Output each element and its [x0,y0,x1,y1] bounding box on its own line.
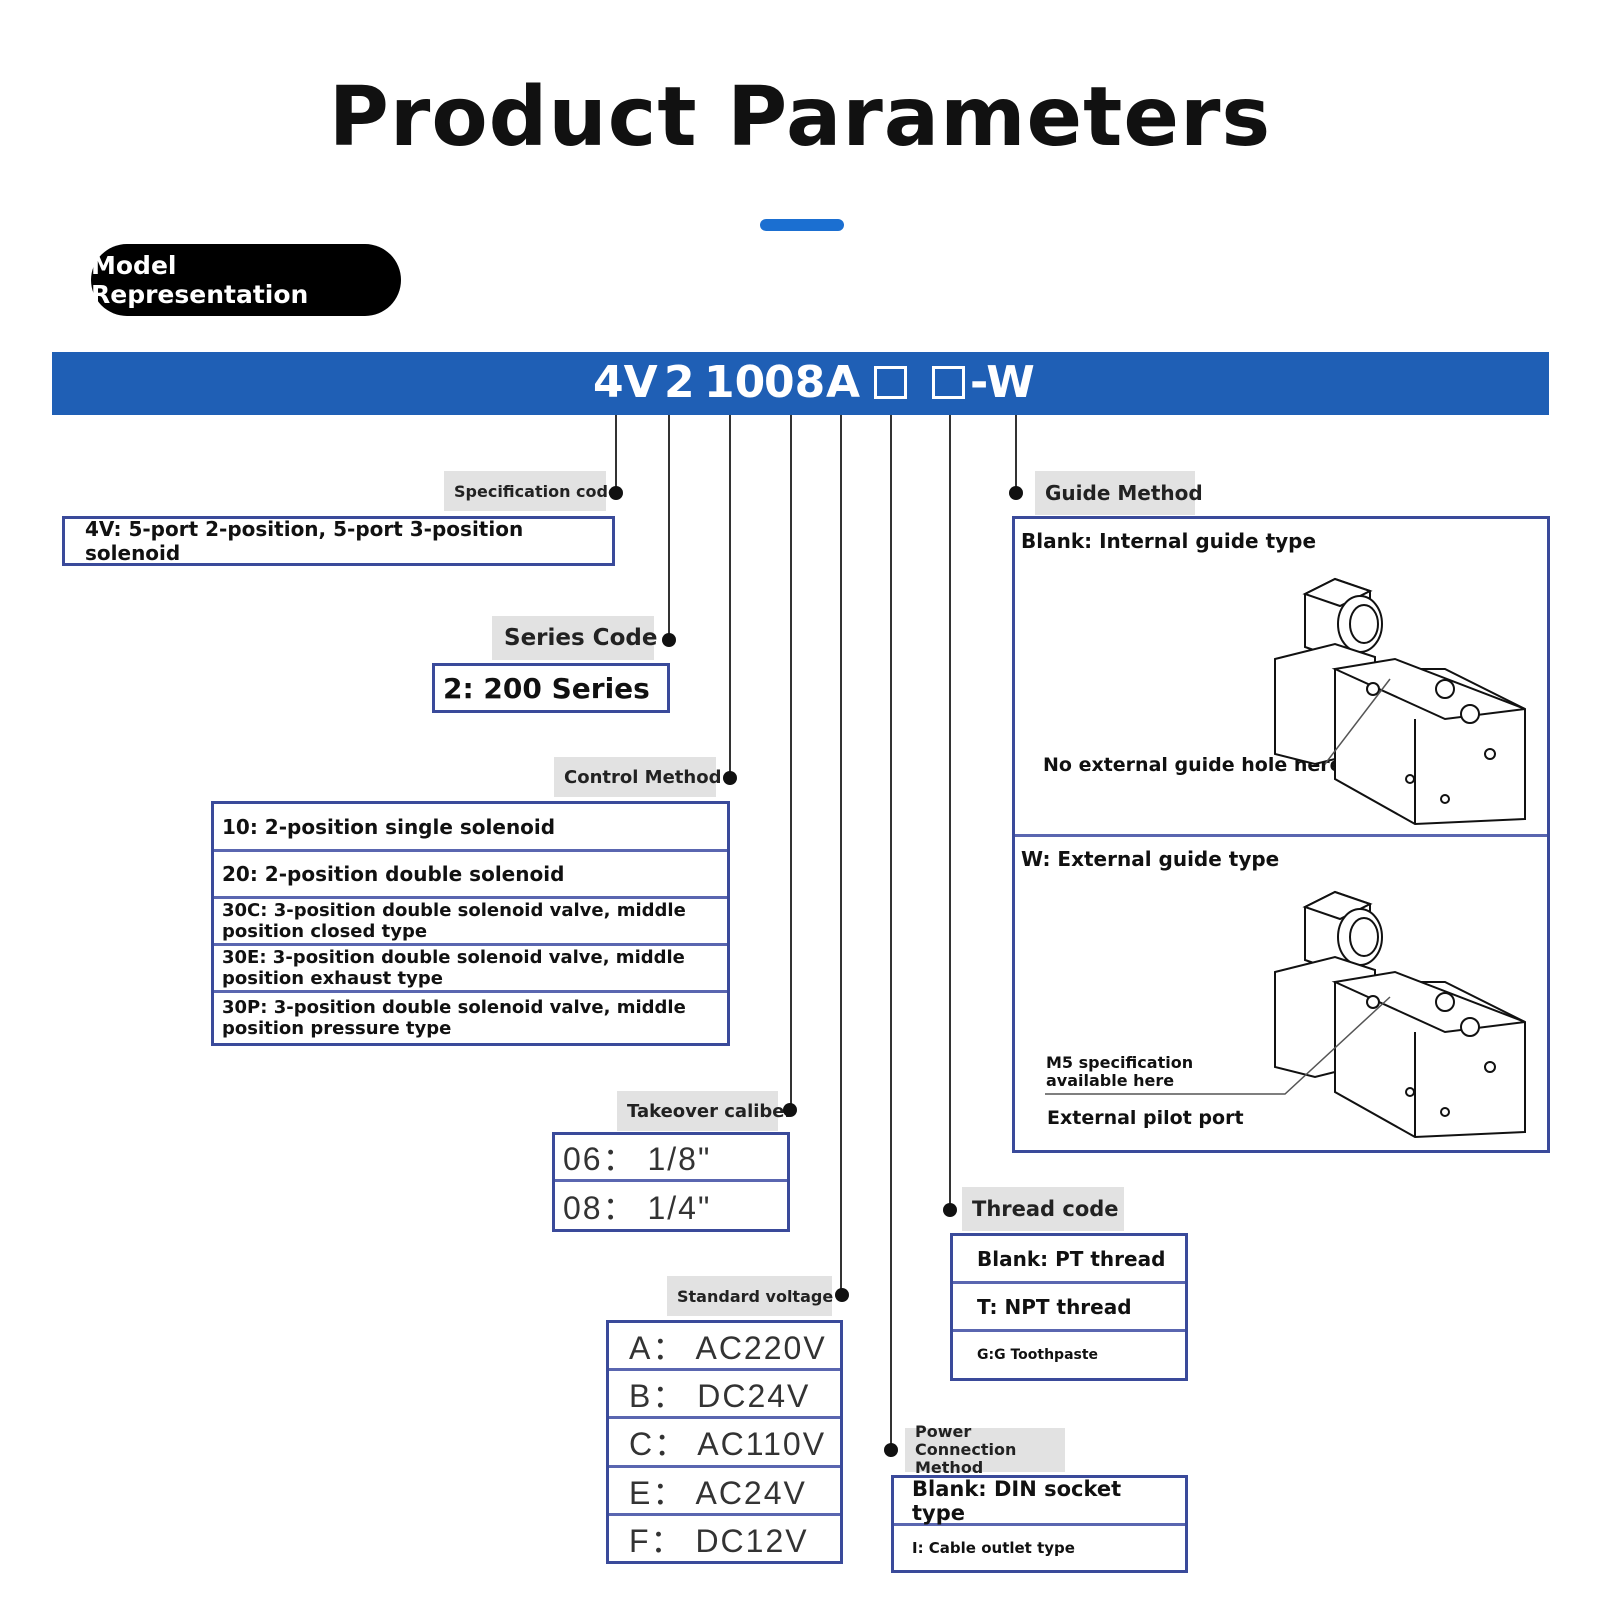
code-control: 10 [704,357,766,408]
page-title: Product Parameters [328,70,1272,165]
connector-dot [783,1103,797,1117]
takeover-label: Takeover caliber [617,1091,793,1131]
guide-external-panel: W: External guide type M5 specification … [1015,837,1547,1150]
connector-dot [943,1203,957,1217]
guide-external-note-pilot: External pilot port [1047,1107,1244,1129]
code-voltage: A [826,357,861,408]
connector-dot [662,633,676,647]
control-box: 10: 2-position single solenoid 20: 2-pos… [211,801,730,1046]
title-accent-bar [760,219,844,231]
solenoid-valve-image [1045,890,1526,1139]
code-4v: 4V [593,357,658,408]
specification-box: 4V: 5-port 2-position, 5-port 3-position… [62,516,615,566]
guide-external-title: W: External guide type [1021,847,1280,871]
voltage-label: Standard voltage [667,1276,833,1316]
list-item: 10: 2-position single solenoid [214,804,727,852]
connector-line [668,415,670,640]
list-item: 30P: 3-position double solenoid valve, m… [222,997,686,1039]
code-blank-box-power [874,366,907,399]
connector-dot [1009,486,1023,500]
connector-dot [884,1443,898,1457]
power-label: Power Connection Method [905,1423,1065,1477]
connector-dot [835,1288,849,1302]
solenoid-valve-image [1274,577,1526,826]
list-item: 30C: 3-position double solenoid valve, m… [214,899,727,946]
connector-line [840,415,842,1295]
list-item: B： DC24V [609,1371,840,1419]
code-series: 2 [664,357,695,408]
code-blank-box-thread [932,366,965,399]
thread-label: Thread code [962,1187,1124,1231]
series-box: 2: 200 Series [432,663,670,713]
model-code-bar: 4V 2 10 08 A -W [52,352,1549,415]
control-label: Control Method [554,757,721,797]
guide-box: Blank: Internal guide type No external g… [1012,516,1550,1153]
guide-label: Guide Method [1035,471,1203,515]
list-item: G:G Toothpaste [977,1347,1099,1363]
voltage-box: A： AC220V B： DC24V C： AC110V E： AC24V F：… [606,1320,843,1564]
thread-box: Blank: PT thread T: NPT thread G:G Tooth… [950,1233,1188,1381]
specification-label: Specification code [444,471,619,511]
connector-line [949,415,951,1209]
takeover-box: 06： 1/8" 08： 1/4" [552,1132,790,1232]
list-item: F： DC12V [629,1522,809,1559]
list-item: T: NPT thread [953,1284,1185,1332]
connector-dot [723,771,737,785]
list-item: I: Cable outlet type [912,1539,1075,1557]
list-item: 06： 1/8" [555,1135,787,1182]
power-box: Blank: DIN socket type I: Cable outlet t… [891,1475,1188,1573]
connector-dot [609,486,623,500]
connector-line [615,415,617,487]
connector-line [729,415,731,780]
connector-line [890,415,892,1446]
list-item: A： AC220V [609,1323,840,1371]
list-item: 2: 200 Series [443,671,650,705]
series-label: Series Code [492,616,657,660]
list-item: C： AC110V [609,1419,840,1468]
guide-internal-note: No external guide hole here [1043,754,1343,776]
guide-internal-panel: Blank: Internal guide type No external g… [1015,519,1547,837]
section-pill: Model Representation [91,244,401,316]
list-item: 20: 2-position double solenoid [214,852,727,899]
guide-internal-title: Blank: Internal guide type [1021,529,1317,553]
connector-line [1015,415,1017,491]
list-item: Blank: PT thread [953,1236,1185,1284]
code-caliber: 08 [764,357,826,408]
list-item: 08： 1/4" [563,1189,712,1226]
connector-line [790,415,792,1112]
guide-external-note-m5: M5 specification available here [1046,1053,1194,1090]
list-item: 4V: 5-port 2-position, 5-port 3-position… [85,517,524,565]
list-item: E： AC24V [609,1468,840,1516]
list-item: 30E: 3-position double solenoid valve, m… [214,946,727,993]
list-item: Blank: DIN socket type [894,1477,1185,1526]
code-guide: -W [970,357,1035,408]
